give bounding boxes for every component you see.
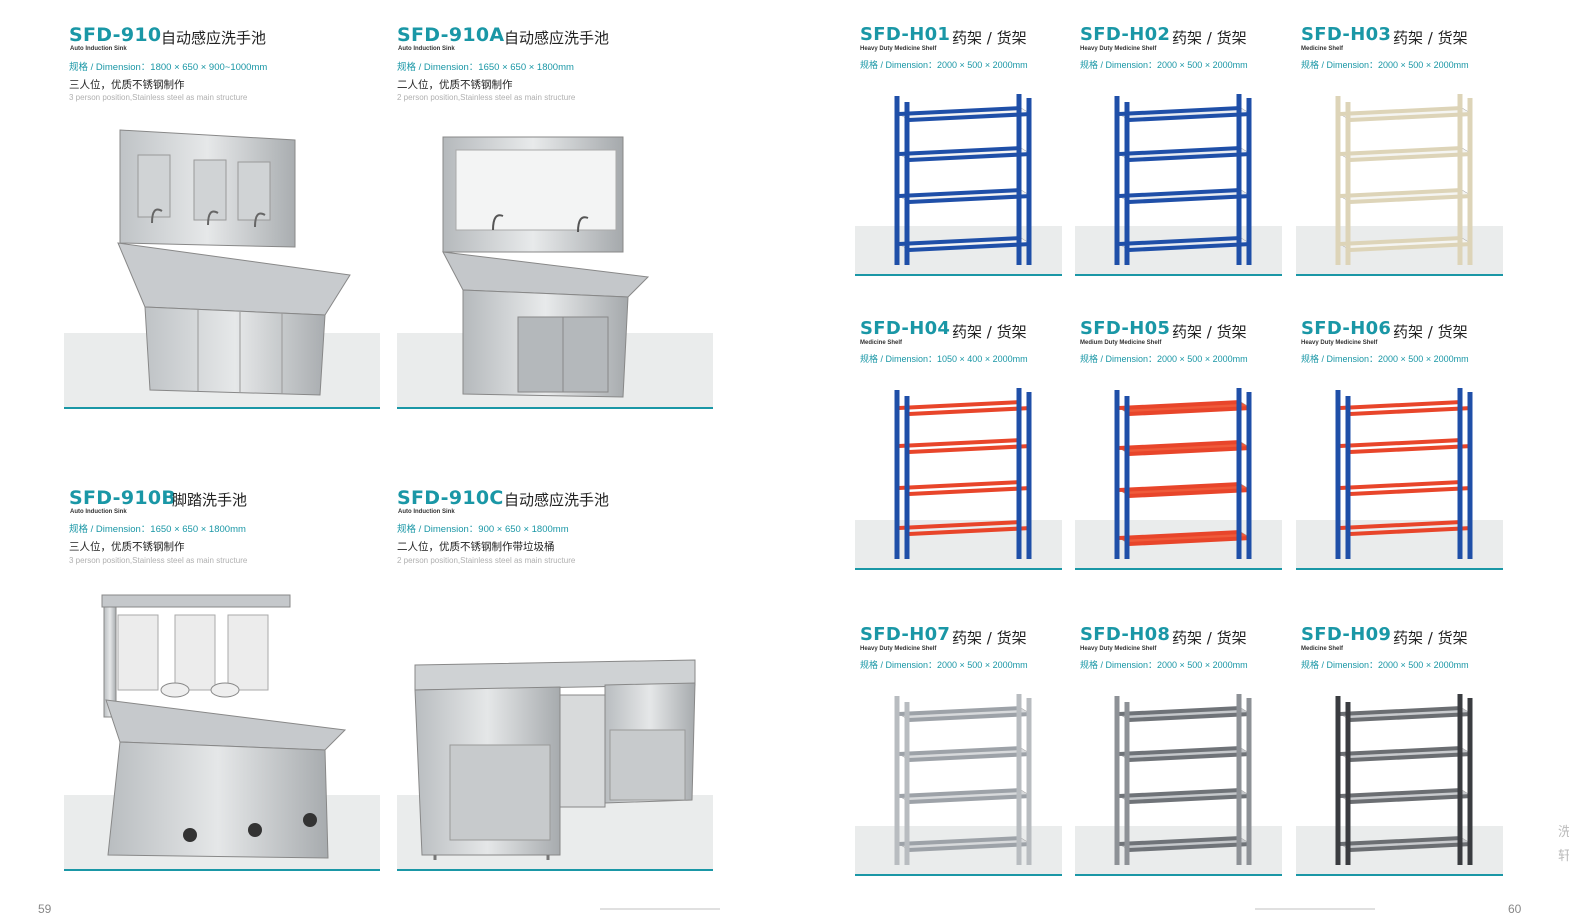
product-dimension: 规格 / Dimension：2000 × 500 × 2000mm [1080,660,1248,670]
product-dimension: 规格 / Dimension：2000 × 500 × 2000mm [1301,354,1469,364]
product-name: 药架 / 货架 [1393,29,1468,47]
product-name: 药架 / 货架 [952,629,1027,647]
product-dimension: 规格 / Dimension：1800 × 650 × 900~1000mm [69,62,268,73]
product-description-en: 3 person position,Stainless steel as mai… [69,93,248,102]
product-en-name: Heavy Duty Medicine Shelf [860,46,937,52]
sink-image [442,136,650,398]
product-name: 药架 / 货架 [1393,323,1468,341]
product-en-name: Auto Induction Sink [398,509,455,515]
product-name: 自动感应洗手池 [504,29,610,47]
product-name: 药架 / 货架 [952,29,1027,47]
product-code: SFD-H04 [860,318,951,339]
product-dimension: 规格 / Dimension：2000 × 500 × 2000mm [1080,354,1248,364]
divider [1296,568,1503,570]
product-en-name: Heavy Duty Medicine Shelf [1080,46,1157,52]
divider [855,568,1062,570]
shelf-image [1114,694,1252,865]
product-en-name: Heavy Duty Medicine Shelf [1080,646,1157,652]
product-description: 二人位，优质不锈钢制作 [397,79,513,91]
product-dimension: 规格 / Dimension：2000 × 500 × 2000mm [1080,60,1248,70]
product-code: SFD-H08 [1080,624,1171,645]
product-dimension: 规格 / Dimension：1050 × 400 × 2000mm [860,354,1028,364]
product-code: SFD-H06 [1301,318,1392,339]
product-description: 三人位，优质不锈钢制作 [69,79,185,91]
product-en-name: Auto Induction Sink [70,46,127,52]
product-dimension: 规格 / Dimension：2000 × 500 × 2000mm [1301,60,1469,70]
product-name: 药架 / 货架 [1172,323,1247,341]
shelf-image [894,694,1032,865]
divider [1296,874,1503,876]
product-dimension: 规格 / Dimension：2000 × 500 × 2000mm [1301,660,1469,670]
product-name: 药架 / 货架 [1172,29,1247,47]
divider [397,407,713,409]
page-number-left: 59 [38,902,52,916]
product-code: SFD-910 [69,24,162,46]
sink-image [101,594,347,859]
product-code: SFD-H02 [1080,24,1171,45]
sink-image [117,129,351,396]
product-code: SFD-910A [397,24,505,46]
shelf-image [1335,388,1473,559]
product-description: 二人位，优质不锈钢制作带垃圾桶 [397,541,555,553]
product-code: SFD-H09 [1301,624,1392,645]
product-code: SFD-H03 [1301,24,1392,45]
sink-image [414,659,696,860]
divider [1075,568,1282,570]
product-en-name: Medicine Shelf [860,340,903,346]
product-description: 三人位，优质不锈钢制作 [69,541,185,553]
product-code: SFD-H01 [860,24,951,45]
shelf-image [894,388,1032,559]
product-dimension: 规格 / Dimension：2000 × 500 × 2000mm [860,60,1028,70]
product-name: 自动感应洗手池 [161,29,267,47]
side-text: 洗 轩 [1558,824,1569,863]
product-dimension: 规格 / Dimension：2000 × 500 × 2000mm [860,660,1028,670]
product-code: SFD-910B [69,487,177,509]
product-en-name: Medicine Shelf [1301,46,1344,52]
shelf-image [1114,388,1252,559]
product-en-name: Auto Induction Sink [398,46,455,52]
product-name: 自动感应洗手池 [504,491,610,509]
product-code: SFD-H07 [860,624,951,645]
divider [855,274,1062,276]
product-en-name: Heavy Duty Medicine Shelf [1301,340,1378,346]
shelf-image [1114,94,1252,265]
product-dimension: 规格 / Dimension：900 × 650 × 1800mm [397,524,569,535]
product-description-en: 2 person position,Stainless steel as mai… [397,93,576,102]
divider [64,869,380,871]
product-description-en: 2 person position,Stainless steel as mai… [397,556,576,565]
product-code: SFD-910C [397,487,504,509]
product-en-name: Auto Induction Sink [70,509,127,515]
divider [1296,274,1503,276]
product-dimension: 规格 / Dimension：1650 × 650 × 1800mm [69,524,246,535]
divider [1075,274,1282,276]
product-description-en: 3 person position,Stainless steel as mai… [69,556,248,565]
product-dimension: 规格 / Dimension：1650 × 650 × 1800mm [397,62,574,73]
divider [64,407,380,409]
product-en-name: Medicine Shelf [1301,646,1344,652]
footer-rule [600,908,720,910]
product-name: 药架 / 货架 [1393,629,1468,647]
product-code: SFD-H05 [1080,318,1171,339]
shelf-image [1335,94,1473,265]
footer-rule [1255,908,1375,910]
product-en-name: Medium Duty Medicine Shelf [1080,340,1162,346]
page-number-right: 60 [1508,902,1522,916]
divider [855,874,1062,876]
shelf-image [894,94,1032,265]
product-en-name: Heavy Duty Medicine Shelf [860,646,937,652]
divider [1075,874,1282,876]
divider [397,869,713,871]
product-name: 药架 / 货架 [1172,629,1247,647]
product-name: 脚踏洗手池 [172,491,248,509]
shelf-image [1335,694,1473,865]
product-name: 药架 / 货架 [952,323,1027,341]
